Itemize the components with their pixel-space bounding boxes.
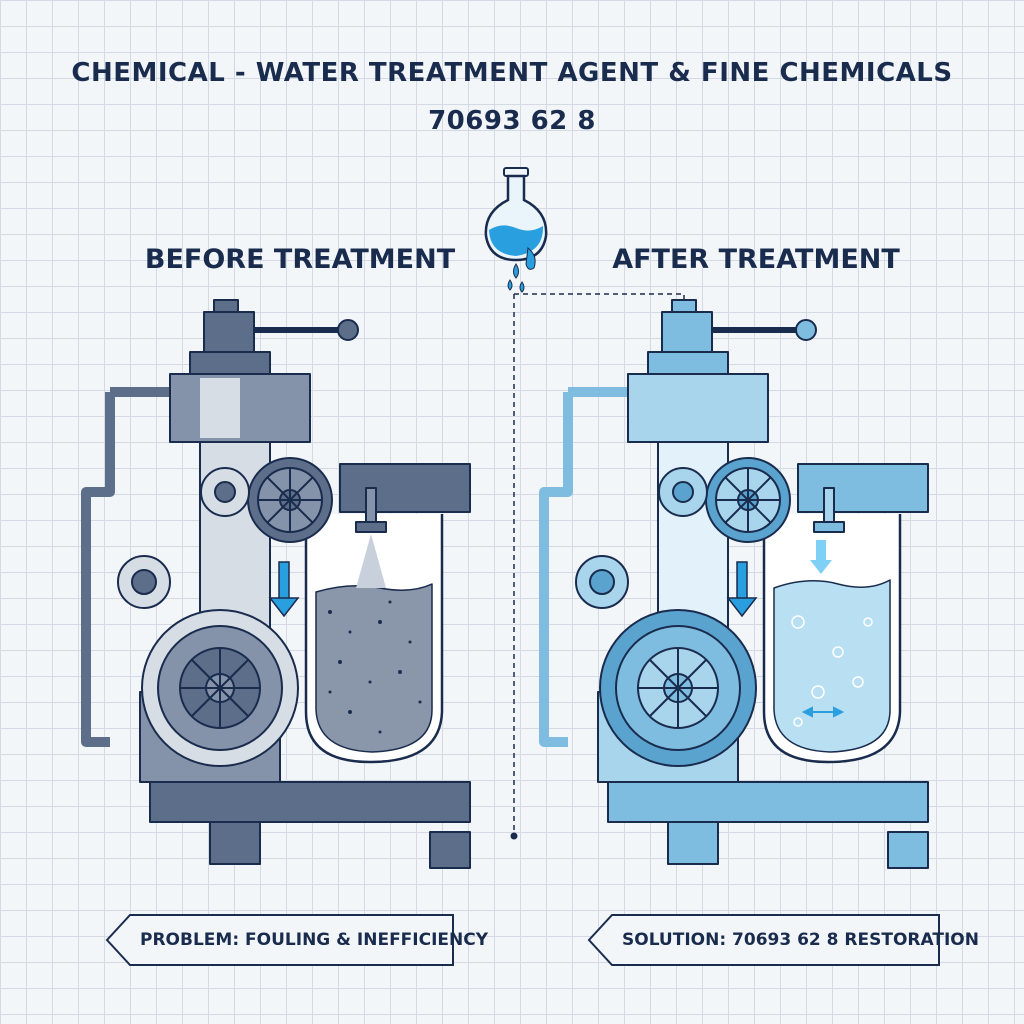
page-title: CHEMICAL - WATER TREATMENT AGENT & FINE … xyxy=(71,58,953,88)
after-machine-diagram xyxy=(539,299,929,869)
before-machine-diagram xyxy=(81,299,471,869)
down-arrow-icon xyxy=(268,561,300,618)
solution-tag: SOLUTION: 70693 62 8 RESTORATION xyxy=(586,912,979,968)
flask-icon xyxy=(484,167,548,293)
down-arrow-icon xyxy=(726,540,832,618)
product-code: 70693 62 8 xyxy=(428,106,596,136)
before-title: BEFORE TREATMENT xyxy=(144,244,456,275)
double-arrow-icon xyxy=(801,706,845,718)
dashed-connector xyxy=(510,293,685,840)
solution-tag-label: SOLUTION: 70693 62 8 RESTORATION xyxy=(622,930,979,950)
after-title: AFTER TREATMENT xyxy=(612,244,900,275)
problem-tag: PROBLEM: FOULING & INEFFICIENCY xyxy=(104,912,488,968)
problem-tag-label: PROBLEM: FOULING & INEFFICIENCY xyxy=(140,930,489,950)
